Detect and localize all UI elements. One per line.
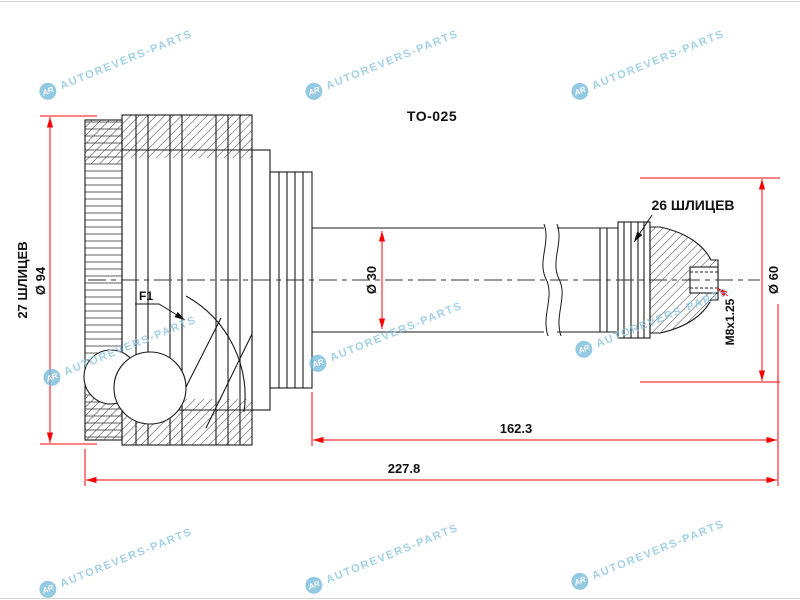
cv-joint-linework — [83, 114, 760, 446]
page-bottom-border — [0, 598, 800, 599]
dim-ext-outer-diameter — [40, 115, 97, 445]
shaft — [312, 223, 618, 337]
outer-race — [83, 114, 313, 446]
bell-hatch-top — [122, 115, 252, 158]
splines-right-leader — [633, 214, 653, 243]
label-thread-spec: M8x1.25 — [723, 298, 737, 345]
thread-leader-line — [716, 287, 729, 297]
dim-ext-shaft-length — [311, 304, 779, 486]
break-line-left — [542, 223, 550, 337]
shaft-lines — [312, 227, 618, 333]
snap-ring-grooves — [599, 228, 608, 332]
break-line-right — [555, 223, 563, 337]
label-inner-mark: F1 — [139, 289, 153, 303]
label-splines-right: 26 ШЛИЦЕВ — [651, 197, 734, 213]
dim-total-length: 227.8 — [388, 461, 421, 476]
cage-arc — [185, 295, 246, 413]
dim-shaft-diameter: Ø 30 — [364, 266, 379, 294]
dim-shaft-length: 162.3 — [500, 421, 533, 436]
page-top-border — [0, 1, 800, 2]
label-splines-left: 27 ШЛИЦЕВ — [15, 241, 30, 318]
spline-hatch-top — [85, 120, 122, 164]
ball-large — [113, 351, 187, 425]
drawing-labels: TO-025 27 ШЛИЦЕВ Ø 94 Ø 30 Ø 60 M8x1.25 … — [15, 108, 781, 476]
leader-lines — [135, 214, 653, 321]
inner-race-lines — [183, 317, 253, 429]
dim-stub-diameter: Ø 60 — [766, 266, 781, 294]
dim-outer-diameter: Ø 94 — [33, 266, 48, 295]
inner-mark-leader — [135, 303, 186, 321]
part-number-title: TO-025 — [407, 108, 457, 124]
dim-ext-stub-diameter — [640, 177, 780, 383]
dimension-lines — [40, 115, 780, 486]
